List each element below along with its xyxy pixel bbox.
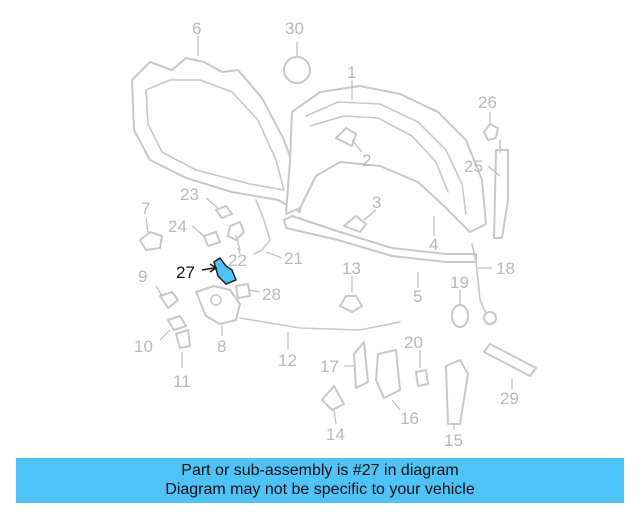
callout-29: 29 xyxy=(500,389,519,408)
part-6-hood-insulator xyxy=(131,57,303,213)
callout-10: 10 xyxy=(134,337,153,356)
callout-15: 15 xyxy=(444,431,463,450)
part-17-bracket xyxy=(353,341,369,389)
callout-13: 13 xyxy=(342,259,361,278)
leader-lines xyxy=(145,36,513,430)
callout-21: 21 xyxy=(284,249,303,268)
part-23-screw xyxy=(215,205,233,219)
part-18-rod xyxy=(471,243,489,319)
callout-4: 4 xyxy=(429,235,438,254)
callout-25: 25 xyxy=(464,157,483,176)
callout-7: 7 xyxy=(141,199,150,218)
part-11-striker xyxy=(175,329,191,349)
part-20-bumper xyxy=(415,369,429,387)
callout-17: 17 xyxy=(320,357,339,376)
callout-1: 1 xyxy=(347,63,356,82)
callout-16: 16 xyxy=(400,409,419,428)
part-1-hood-panel xyxy=(285,85,487,233)
part-19-grommet xyxy=(451,304,469,328)
part-21-cable xyxy=(253,199,271,255)
part-2-bumper xyxy=(335,127,357,147)
part-24-nut xyxy=(203,231,221,247)
part-10-bolt xyxy=(167,315,187,331)
part-30-grommet xyxy=(283,56,311,84)
callout-28: 28 xyxy=(262,285,281,304)
part-13-clip xyxy=(339,295,363,313)
callout-3: 3 xyxy=(372,193,381,212)
caption-line-2: Diagram may not be specific to your vehi… xyxy=(165,481,475,498)
part-14-cap xyxy=(321,385,345,411)
part-5-weatherstrip xyxy=(283,215,477,263)
callout-20: 20 xyxy=(404,333,423,352)
callout-18: 18 xyxy=(496,259,515,278)
part-25-strut xyxy=(493,149,509,239)
callout-5: 5 xyxy=(413,287,422,306)
parts-diagram: 1 2 3 4 5 6 7 8 9 10 11 12 13 14 15 16 1… xyxy=(131,19,537,450)
callout-9: 9 xyxy=(138,267,147,286)
caption-line-1: Part or sub-assembly is #27 in diagram xyxy=(181,462,459,479)
part-9-bolt xyxy=(159,291,179,309)
part-16-hinge xyxy=(375,349,401,399)
callout-6: 6 xyxy=(192,19,201,38)
callout-14: 14 xyxy=(326,425,345,444)
part-22-bolt xyxy=(227,221,245,241)
callout-2: 2 xyxy=(362,151,371,170)
part-7-bumper xyxy=(139,231,163,251)
callout-30: 30 xyxy=(285,19,304,38)
part-29-seal xyxy=(483,343,537,377)
callout-labels: 1 2 3 4 5 6 7 8 9 10 11 12 13 14 15 16 1… xyxy=(134,19,519,450)
callout-11: 11 xyxy=(173,372,191,391)
part-12-cable xyxy=(239,317,401,331)
caption-banner: Part or sub-assembly is #27 in diagram D… xyxy=(16,458,624,503)
callout-24: 24 xyxy=(168,217,187,236)
callout-19: 19 xyxy=(450,273,469,292)
part-28-lever xyxy=(235,283,251,299)
callout-8: 8 xyxy=(217,337,226,356)
part-15-hinge xyxy=(445,359,469,425)
callout-12: 12 xyxy=(278,351,297,370)
part-26-ball-stud xyxy=(483,123,499,141)
part-27-highlighted[interactable] xyxy=(201,257,237,285)
callout-27[interactable]: 27 xyxy=(176,263,195,282)
callout-23: 23 xyxy=(180,185,199,204)
part-3-clip xyxy=(343,215,367,233)
callout-26: 26 xyxy=(478,93,497,112)
callout-22: 22 xyxy=(228,251,247,270)
